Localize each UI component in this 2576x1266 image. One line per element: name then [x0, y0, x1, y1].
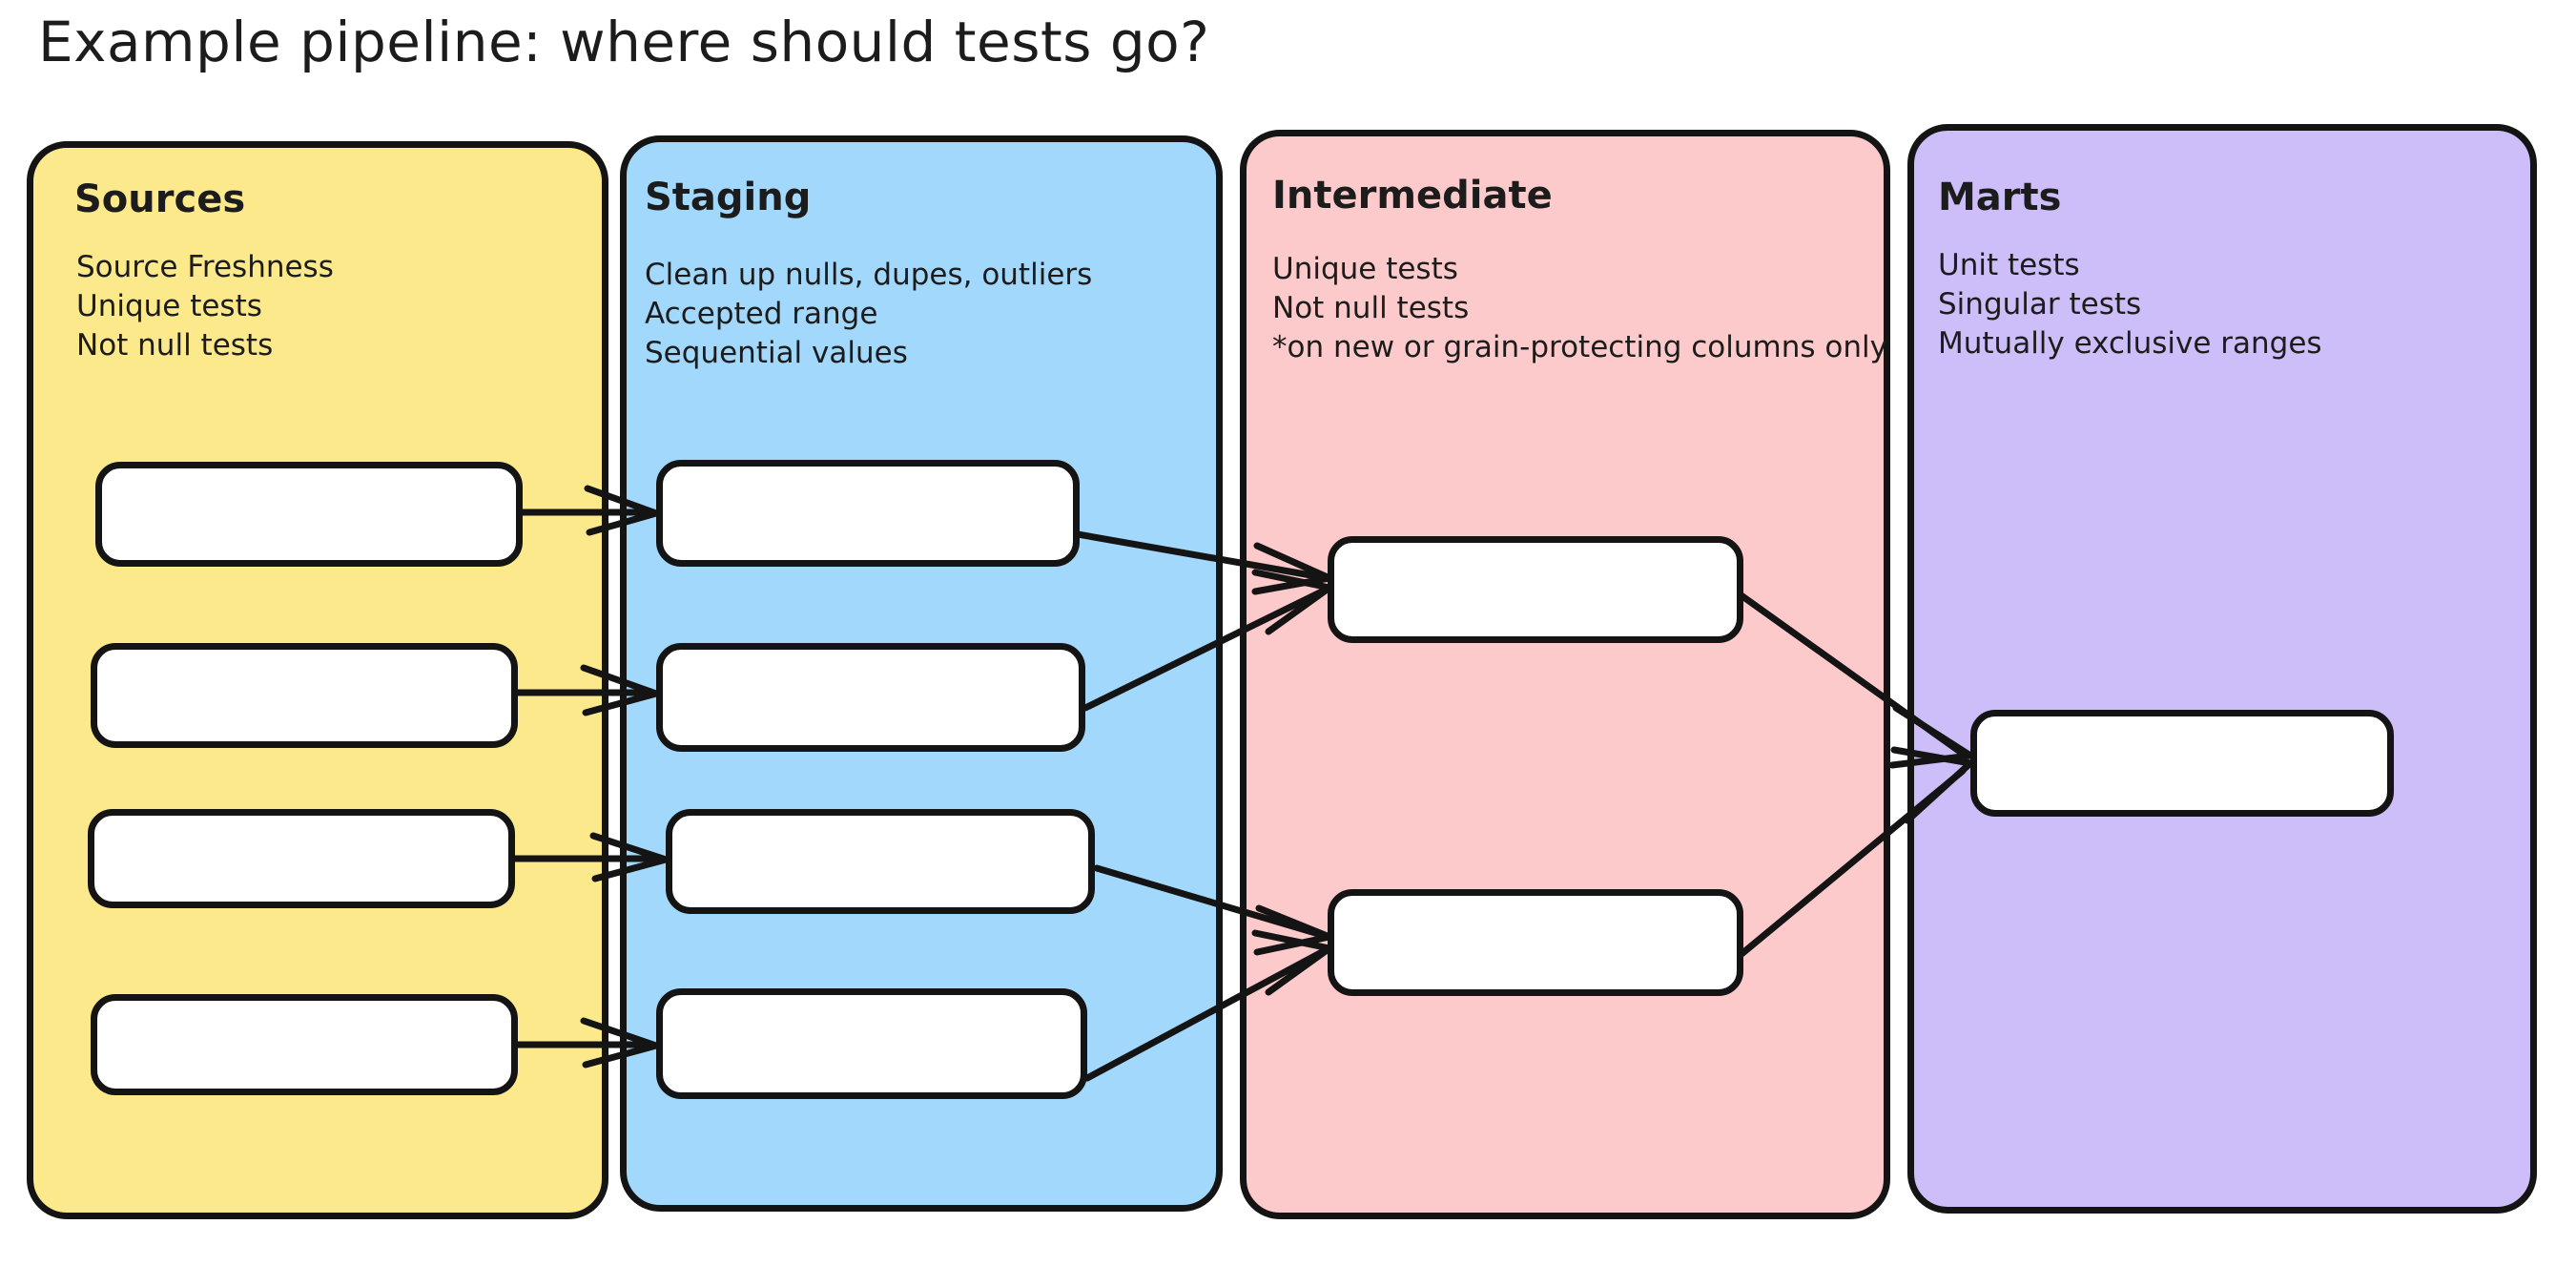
lane-notes-marts: Unit tests Singular tests Mutually exclu…	[1938, 246, 2322, 363]
node-int2[interactable]	[1328, 889, 1743, 996]
node-src2[interactable]	[91, 643, 518, 748]
lane-marts	[1907, 124, 2537, 1214]
lane-note: Mutually exclusive ranges	[1938, 325, 2322, 361]
lane-notes-intermediate: Unique tests Not null tests *on new or g…	[1272, 250, 1887, 367]
lane-note: Sequential values	[645, 335, 908, 370]
lane-notes-staging: Clean up nulls, dupes, outliers Accepted…	[645, 256, 1092, 373]
node-stg4[interactable]	[656, 988, 1087, 1099]
lane-note: Unique tests	[1272, 252, 1458, 286]
node-src3[interactable]	[88, 809, 515, 908]
node-src1[interactable]	[95, 462, 523, 567]
node-stg1[interactable]	[656, 460, 1080, 567]
node-mart1[interactable]	[1970, 710, 2394, 817]
lane-note: Not null tests	[1272, 290, 1470, 325]
lane-title-marts: Marts	[1938, 176, 2062, 219]
lane-title-sources: Sources	[74, 177, 246, 221]
lane-note: Clean up nulls, dupes, outliers	[645, 258, 1093, 292]
lane-note: Not null tests	[76, 327, 274, 363]
lane-title-intermediate: Intermediate	[1272, 174, 1553, 218]
node-int1[interactable]	[1328, 536, 1743, 643]
node-src4[interactable]	[91, 994, 518, 1095]
lane-note: Source Freshness	[76, 250, 334, 284]
lane-note: Singular tests	[1938, 286, 2142, 322]
lane-notes-sources: Source Freshness Unique tests Not null t…	[76, 248, 334, 365]
lane-note: *on new or grain-protecting columns only	[1272, 329, 1887, 364]
lane-note: Unique tests	[76, 288, 262, 323]
lane-title-staging: Staging	[645, 176, 812, 219]
node-stg2[interactable]	[656, 643, 1085, 752]
lane-note: Unit tests	[1938, 248, 2080, 282]
lane-note: Accepted range	[645, 296, 878, 331]
node-stg3[interactable]	[666, 809, 1095, 914]
page-title: Example pipeline: where should tests go?	[38, 10, 1210, 74]
